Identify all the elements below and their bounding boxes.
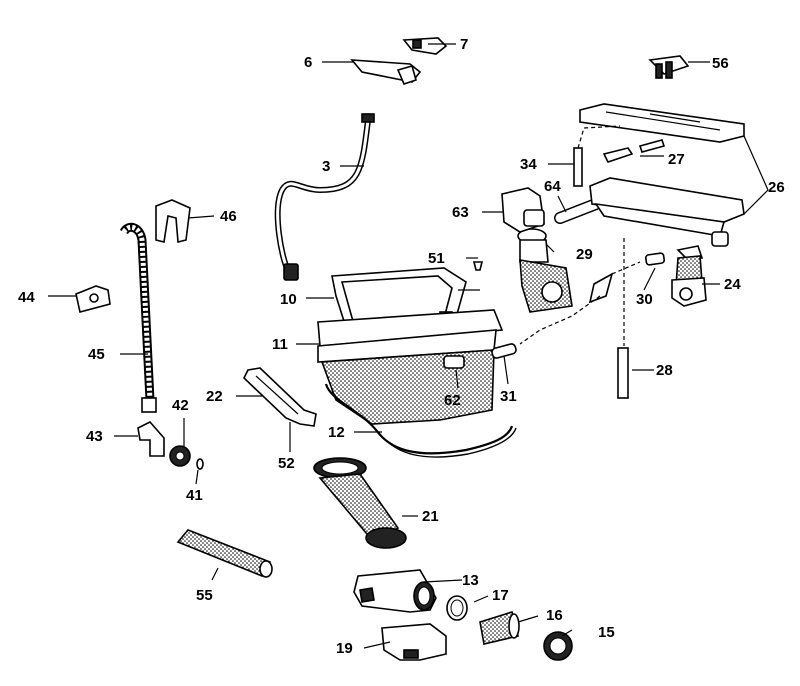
label-part-43: 43 [86,428,103,445]
part-24-pump [671,245,707,307]
label-part-13: 13 [462,572,479,589]
label-part-51: 51 [428,250,445,267]
label-part-10: 10 [280,291,297,308]
label-part-6: 6 [304,54,312,71]
part-labels: 7 6 56 3 34 27 64 26 63 46 51 29 24 44 1… [18,36,785,657]
part-26-top-panel [579,103,769,247]
part-28-rod [617,238,629,399]
part-43-elbow [137,421,165,457]
part-41-ring [196,458,204,470]
part-29-pump-housing [517,228,573,313]
part-34-pin [573,125,621,187]
part-21-bellows [313,457,407,549]
part-19-bracket [381,623,447,661]
label-part-28: 28 [656,362,673,379]
label-part-63: 63 [452,204,469,221]
label-part-3: 3 [322,158,330,175]
part-3-hose [274,113,375,281]
label-part-24: 24 [724,276,741,293]
label-part-62: 62 [444,392,461,409]
part-62-connector [443,355,465,369]
leader-lines [48,43,720,649]
part-63-valve [501,187,545,233]
label-part-11: 11 [272,336,288,353]
label-part-44: 44 [18,289,35,306]
part-55-tube [176,529,273,578]
label-part-12: 12 [328,424,345,441]
label-part-30: 30 [636,291,653,308]
label-part-45: 45 [88,346,105,363]
part-45-drain-hose [119,222,157,413]
label-part-52: 52 [278,455,295,472]
part-56-clip [648,55,690,79]
part-51-screw [472,261,484,271]
label-part-56: 56 [712,55,729,72]
part-17-ring [446,595,468,621]
part-22-pipe [243,367,317,427]
part-27-clip [602,139,666,163]
label-part-27: 27 [668,151,685,168]
part-6-bracket [350,59,422,85]
label-part-42: 42 [172,397,189,414]
label-part-64: 64 [544,178,561,195]
label-part-17: 17 [492,587,509,604]
part-13-sump [353,569,437,613]
label-part-55: 55 [196,587,213,604]
label-part-22: 22 [206,388,223,405]
part-46-hose-guide [155,199,191,244]
part-42-nut [169,445,191,467]
part-30-connector [644,252,666,266]
drain-link-hose [519,261,641,345]
label-part-15: 15 [598,624,615,641]
label-part-26: 26 [768,179,785,196]
part-31-connector [491,343,517,359]
label-part-31: 31 [500,388,517,405]
label-part-7: 7 [460,36,468,53]
label-part-29: 29 [576,246,593,263]
part-11-tub [317,309,504,425]
part-15-cap [543,631,573,661]
label-part-34: 34 [520,156,537,173]
label-part-19: 19 [336,640,353,657]
part-64-hose [554,198,602,224]
part-44-clamp [75,285,111,313]
part-12-gasket [324,383,517,458]
label-part-16: 16 [546,607,563,624]
part-7-clip [402,37,448,55]
label-part-46: 46 [220,208,237,225]
part-16-filter [479,610,520,645]
label-part-21: 21 [422,508,439,525]
label-part-41: 41 [186,487,203,504]
